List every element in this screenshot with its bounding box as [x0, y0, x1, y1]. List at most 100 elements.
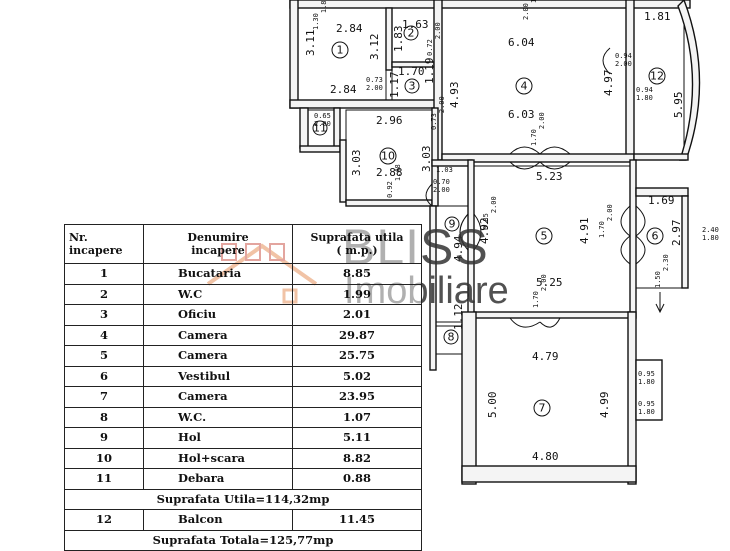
row-name: Hol [143, 427, 293, 449]
row-name: Bucataria [143, 263, 293, 285]
dim-label: 1.502.30 [654, 254, 670, 288]
dim-label: 1.63 [402, 18, 429, 31]
row-area: 1.07 [292, 406, 422, 428]
row-name: Debara [143, 468, 293, 490]
dim-label: 3.12 [368, 34, 381, 61]
dim-label: 1.301.80 [312, 0, 328, 30]
table-header-row: Nr. incapere Denumire incapere Suprafata… [64, 224, 422, 264]
dim-label: 1.702.00 [598, 204, 614, 238]
dim-label: 5.95 [672, 92, 685, 119]
suprafata-totala: Suprafata Totala=125,77mp [64, 529, 422, 551]
room-number: 10 [381, 150, 395, 163]
dim-label: 3.03 [350, 150, 363, 177]
dim-label: 1.03 [436, 166, 453, 174]
table-row-balcon: 12 Balcon 11.45 [64, 509, 422, 531]
summary-row-utila: Suprafata Utila=114,32mp [64, 488, 422, 510]
dim-label: 2.84 [330, 83, 357, 96]
row-name: W.C [143, 283, 293, 305]
room-number: 7 [539, 402, 546, 415]
dim-label: 2.96 [376, 114, 403, 127]
row-nr: 9 [64, 427, 144, 449]
room-markers: 1 2 3 4 5 6 7 8 9 10 11 12 [312, 25, 666, 417]
dim-label: 5.23 [536, 170, 563, 183]
dim-label: 4.80 [532, 450, 559, 463]
dim-label: 3.03 [420, 146, 433, 173]
room-number: 1 [337, 44, 344, 57]
header-suprafata: Suprafata utila ( m.p.) [292, 224, 422, 264]
dim-label: 6.03 [508, 108, 535, 121]
row-area: 1.99 [292, 283, 422, 305]
dim-label: 4.99 [598, 392, 611, 419]
dim-label: 1.81 [644, 10, 671, 23]
row-area: 29.87 [292, 324, 422, 346]
dim-label: 1.12 [452, 304, 465, 331]
dim-label: 2.88 [376, 166, 403, 179]
room-number: 6 [652, 230, 659, 243]
summary-row-totala: Suprafata Totala=125,77mp [64, 529, 422, 551]
row-name: W.C. [143, 406, 293, 428]
row-name: Camera [143, 345, 293, 367]
row-nr: 1 [64, 263, 144, 285]
row-area: 8.82 [292, 447, 422, 469]
dim-label: 0.732.00 [430, 96, 446, 130]
door-swings [425, 47, 665, 328]
row-nr: 10 [64, 447, 144, 469]
dim-label: 3.11 [304, 30, 317, 57]
row-nr: 4 [64, 324, 144, 346]
dim-label: 2.97 [670, 220, 683, 247]
room-number: 3 [409, 80, 416, 93]
dim-label: 1.69 [648, 194, 675, 207]
suprafata-utila: Suprafata Utila=114,32mp [64, 488, 422, 510]
dim-label: 2.84 [336, 22, 363, 35]
dimension-labels: 2.84 2.84 3.11 3.12 1.301.80 1.63 1.83 0… [304, 0, 719, 463]
row-area: 0.88 [292, 468, 422, 490]
row-nr: 6 [64, 365, 144, 387]
header-nr: Nr. incapere [64, 224, 144, 264]
dim-label: 1.702.00 [530, 112, 546, 146]
dim-label: 5.25 [536, 276, 563, 289]
dim-label: 1.17 [388, 72, 401, 99]
row-area: 5.02 [292, 365, 422, 387]
room-number: 11 [313, 122, 327, 135]
row-area: 2.01 [292, 304, 422, 326]
row-name: Vestibul [143, 365, 293, 387]
room-number: 2 [408, 27, 415, 40]
dim-label: 0.722.00 [426, 22, 442, 56]
room-number: 12 [650, 70, 664, 83]
row-name: Oficiu [143, 304, 293, 326]
row-nr: 7 [64, 386, 144, 408]
dim-label: 2.001.80 [522, 0, 538, 20]
row-area: 5.11 [292, 427, 422, 449]
row-nr: 5 [64, 345, 144, 367]
room-area-table: Nr. incapere Denumire incapere Suprafata… [64, 224, 422, 551]
row-nr: 11 [64, 468, 144, 490]
row-nr: 3 [64, 304, 144, 326]
dim-label: 1.70 [398, 65, 425, 78]
dim-label: 4.91 [578, 218, 591, 245]
dim-label: 0.852.00 [482, 196, 498, 230]
dim-label: 4.94 [452, 235, 465, 262]
dim-label: 1.702.00 [532, 274, 548, 308]
row-area: 8.85 [292, 263, 422, 285]
room-number: 8 [448, 331, 455, 344]
header-denumire: Denumire incapere [143, 224, 293, 264]
